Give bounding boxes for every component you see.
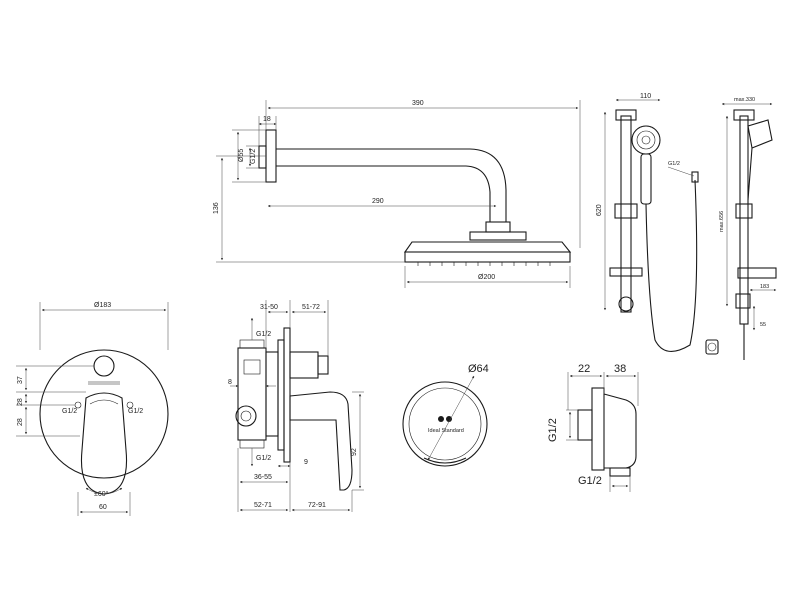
dim-body-depth-mid: 36-55 xyxy=(254,474,272,481)
side-top-bracket xyxy=(733,109,755,121)
side-shelf xyxy=(737,267,777,279)
head-neck xyxy=(469,231,527,241)
arm-wall-flange xyxy=(265,129,277,183)
dim-height-drop: 136 xyxy=(213,202,220,214)
dim-trim-diameter: Ø183 xyxy=(94,302,111,309)
rail-top-bracket xyxy=(615,109,637,121)
rain-head-body xyxy=(404,251,571,263)
label-rotation: ±60° xyxy=(94,490,109,498)
shower-arm-lower xyxy=(276,165,491,222)
label-outlet-bottom-thread: G1/2 xyxy=(578,475,602,487)
rail-bottom-bracket xyxy=(618,296,634,312)
dim-body-9: 9 xyxy=(304,459,308,466)
cover-inner xyxy=(408,387,482,461)
rain-shower-view: 390 18 G1/2 Ø55 136 290 Ø200 xyxy=(213,100,581,288)
side-bottom-bracket xyxy=(735,293,751,309)
label-arm-thread: G1/2 xyxy=(250,149,257,164)
label-arm-flange: Ø55 xyxy=(238,149,245,162)
dim-body-bottom-left: 52-71 xyxy=(254,502,272,509)
lever-section xyxy=(289,391,353,491)
knob-section xyxy=(289,351,319,379)
diverter-cartridge xyxy=(235,405,257,427)
side-hand-shower xyxy=(747,119,773,149)
dim-max-width: max.330 xyxy=(734,97,755,103)
side-rail xyxy=(739,115,749,325)
hose-connector-detail xyxy=(705,339,719,355)
dim-arm-depth: 18 xyxy=(263,116,271,123)
wall-outlet-view: 22 38 G1/2 G1/2 xyxy=(547,363,639,492)
rain-head-nozzles xyxy=(417,262,551,266)
dim-arm-length: 390 xyxy=(412,100,424,107)
rain-head-top xyxy=(403,241,572,253)
slide-rail xyxy=(620,115,632,313)
trim-plate-outline xyxy=(39,349,169,479)
cover-logo-text: Ideal Standard xyxy=(428,428,464,434)
dim-body-bottom-right: 72-91 xyxy=(308,502,326,509)
hand-shower-head xyxy=(631,125,661,155)
dim-head-offset: 110 xyxy=(640,93,651,100)
label-body-bottom-thread: G1/2 xyxy=(256,455,271,462)
logo-icon xyxy=(438,416,444,422)
mixer-lever xyxy=(80,392,128,495)
side-slider xyxy=(735,203,753,219)
dim-trim-28-bottom: 28 xyxy=(17,418,24,426)
label-trim-right-thread: G1/2 xyxy=(128,408,143,415)
outlet-bottom-connector xyxy=(609,467,631,477)
dim-rail-length: 620 xyxy=(596,204,603,216)
arm-connection-nut xyxy=(258,145,267,169)
cover-outer xyxy=(402,381,488,467)
shower-hose xyxy=(645,179,698,352)
dim-outlet-width-b: 38 xyxy=(614,363,626,375)
dim-cover-diameter: Ø64 xyxy=(468,363,489,375)
outlet-body xyxy=(603,393,637,469)
hose-nut xyxy=(691,171,699,183)
dim-handle-height: 92 xyxy=(351,448,358,456)
dim-projection: 290 xyxy=(372,198,384,205)
dim-bottom-offset: 55 xyxy=(760,322,766,328)
slider-holder xyxy=(614,203,638,219)
trim-plate-view: Ø183 37 28 28 G1/2 G1/2 ±60° 60 xyxy=(16,302,169,516)
dim-trim-width: 60 xyxy=(99,504,107,511)
outlet-flange xyxy=(591,387,605,471)
outlet-side-connector xyxy=(577,409,593,441)
dim-outlet-width-a: 22 xyxy=(578,363,590,375)
cover-plate-section xyxy=(283,327,291,463)
arm-joint xyxy=(485,221,511,233)
rail-shelf xyxy=(609,267,643,277)
shower-rail-front-view: 110 620 G1/2 xyxy=(596,93,699,352)
dim-body-8: 8 xyxy=(228,379,232,386)
dim-head-diameter: Ø200 xyxy=(478,274,495,281)
dim-max-height: max.656 xyxy=(719,211,725,232)
dim-trim-28-top: 28 xyxy=(17,398,24,406)
dim-shelf-depth: 183 xyxy=(760,284,769,290)
label-body-top-thread: G1/2 xyxy=(256,331,271,338)
label-hose-thread: G1/2 xyxy=(668,161,680,167)
dim-body-depth-top: 31-50 xyxy=(260,304,278,311)
dim-body-projection-top: 51-72 xyxy=(302,304,320,311)
dim-trim-37: 37 xyxy=(17,376,24,384)
hand-shower-handle xyxy=(640,153,652,205)
diverter-knob xyxy=(93,355,115,377)
concealed-body-section: G1/2 G1/2 31-50 51-72 8 9 36-55 92 52-71 xyxy=(228,300,364,512)
concealed-box xyxy=(237,347,267,441)
shower-arm-upper xyxy=(276,148,507,222)
round-cover-view: Ideal Standard Ø64 xyxy=(402,363,489,467)
label-trim-left-thread: G1/2 xyxy=(62,408,77,415)
label-outlet-side-thread: G1/2 xyxy=(547,418,559,442)
shower-rail-side-view: max.330 max.656 183 55 xyxy=(719,97,777,360)
